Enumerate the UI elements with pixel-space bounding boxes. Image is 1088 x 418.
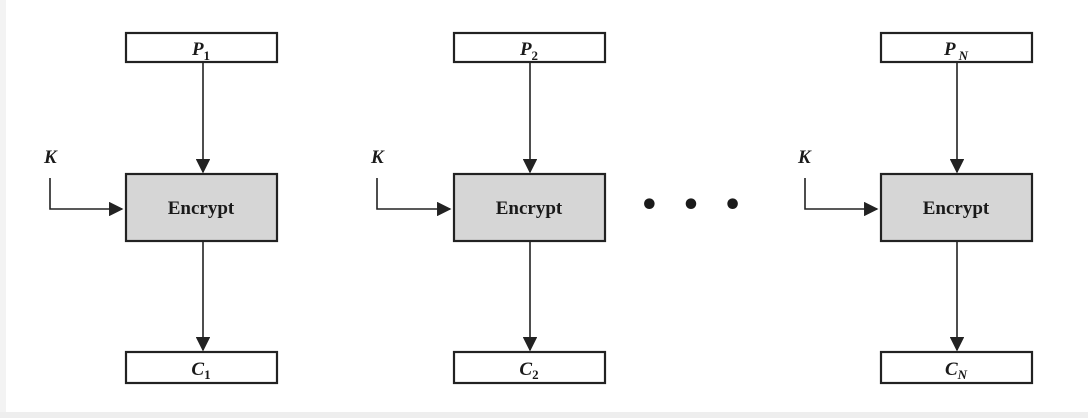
plaintext-box-1 [124,31,279,64]
encrypt-box-1 [124,172,279,243]
ellipsis: • • • [640,188,748,223]
key-arrow-2 [376,178,452,217]
ciphertext-box-1 [124,350,279,385]
block-2: P2 K Encrypt C2 [370,31,607,385]
key-arrow-1 [49,178,124,217]
ciphertext-box-2 [452,350,607,385]
ciphertext-label-2: C2 [519,359,538,382]
block-1: P1 K Encrypt C1 [43,31,279,385]
ciphertext-label-1: C1 [191,359,210,382]
key-label-1: K [43,147,58,168]
encrypt-label-1: Encrypt [168,198,235,219]
plaintext-box-n [879,31,1034,64]
key-label-n: K [797,147,812,168]
ciphertext-label-n: CN [945,359,968,382]
key-label-2: K [370,147,385,168]
ciphertext-box-n [879,350,1034,385]
encrypt-label-2: Encrypt [496,198,563,219]
plaintext-label-1: P1 [191,39,210,63]
encrypt-label-n: Encrypt [923,198,990,219]
plaintext-label-2: P2 [519,39,538,63]
key-arrow-n [804,178,879,217]
